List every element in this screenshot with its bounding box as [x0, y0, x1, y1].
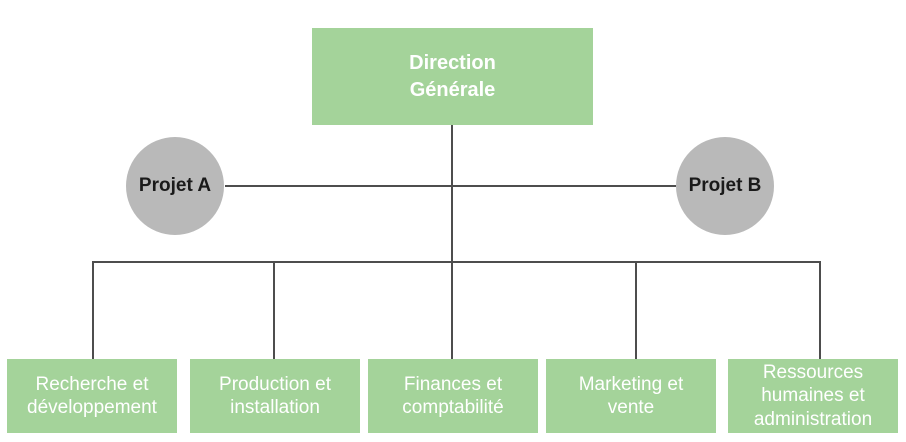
- node-projet-a-label: Projet A: [138, 175, 212, 196]
- connector-root-spine: [451, 125, 453, 359]
- node-dept-production: Production et installation: [190, 359, 360, 433]
- node-dept-ressources-label: Ressources humaines et administration: [753, 362, 873, 430]
- node-projet-a: Projet A: [126, 137, 224, 235]
- connector-drop-dept-2: [273, 261, 275, 359]
- node-direction-generale: Direction Générale: [312, 28, 593, 125]
- connector-drop-dept-5: [819, 261, 821, 359]
- node-projet-b: Projet B: [676, 137, 774, 235]
- node-dept-recherche: Recherche et développement: [7, 359, 177, 433]
- connector-projects-line: [225, 185, 676, 187]
- node-dept-ressources: Ressources humaines et administration: [728, 359, 898, 433]
- connector-drop-dept-4: [635, 261, 637, 359]
- connector-drop-dept-1: [92, 261, 94, 359]
- node-dept-marketing-label: Marketing et vente: [578, 373, 684, 418]
- node-dept-marketing: Marketing et vente: [546, 359, 716, 433]
- node-projet-b-label: Projet B: [688, 175, 762, 196]
- node-direction-generale-label: Direction Générale: [409, 51, 496, 101]
- node-dept-finances-label: Finances et comptabilité: [402, 373, 504, 418]
- node-dept-recherche-label: Recherche et développement: [27, 373, 157, 418]
- node-dept-finances: Finances et comptabilité: [368, 359, 538, 433]
- node-dept-production-label: Production et installation: [219, 373, 331, 418]
- connector-branch-line: [92, 261, 821, 263]
